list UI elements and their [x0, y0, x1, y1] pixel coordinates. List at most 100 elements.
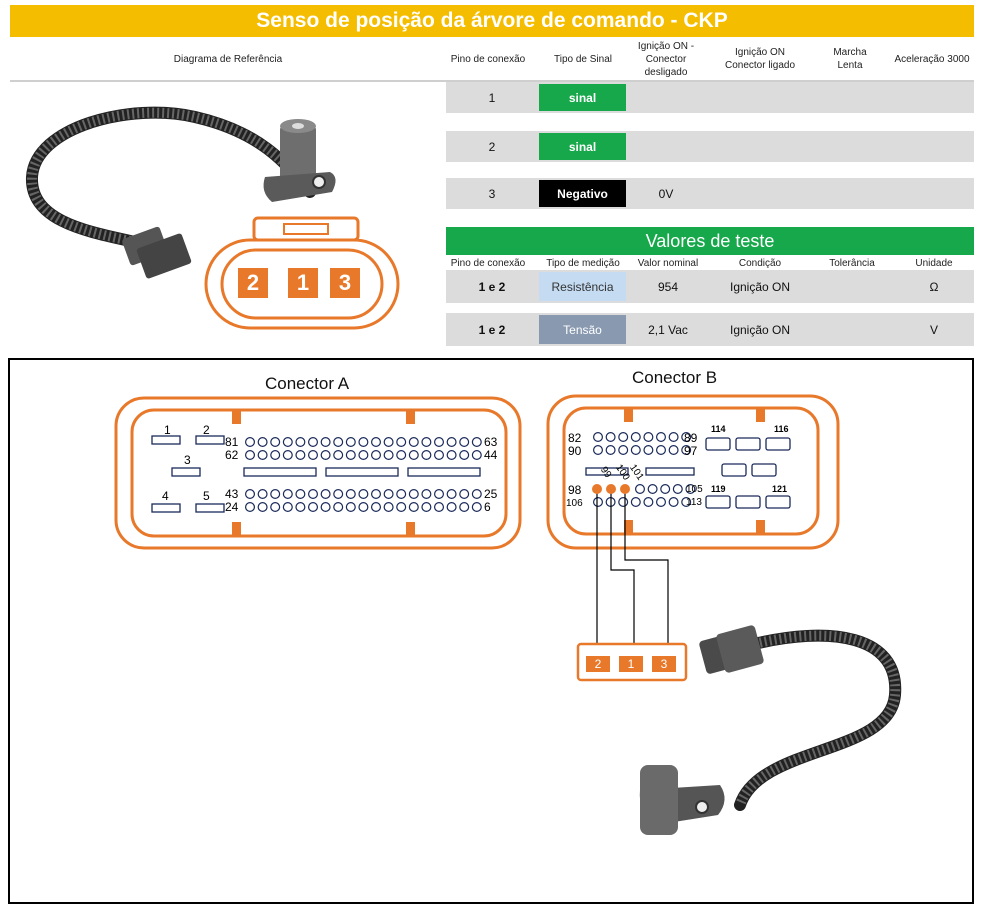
pin-hole [655, 496, 666, 507]
tv-header-tolerance: Tolerância [829, 258, 875, 269]
connector-b-body [546, 394, 840, 550]
pin-hole [630, 496, 641, 507]
a-label-81: 81 [225, 435, 239, 449]
pin-hole [605, 431, 616, 442]
tv-header-unit: Unidade [915, 258, 953, 269]
connector-b-title: Conector B [632, 368, 718, 387]
pin-hole [308, 488, 319, 499]
a-label-43: 43 [225, 487, 239, 501]
b-label-106: 106 [566, 498, 583, 509]
plug-pin-3: 3 [652, 656, 676, 672]
row-pin: 2 [488, 139, 496, 154]
pin-hole [295, 449, 306, 460]
pin-hole [459, 436, 470, 447]
tv-unit: V [929, 322, 938, 337]
pin-hole [643, 444, 654, 455]
wired-pin-99 [592, 484, 602, 494]
signal-row-3: 3 Negativo 0V [446, 178, 974, 209]
row-signal-type: sinal [539, 133, 626, 160]
pin-hole [333, 488, 344, 499]
pin-hole [655, 431, 666, 442]
slot-3: 3 [184, 453, 191, 467]
b-label-116: 116 [774, 424, 789, 434]
pin-hole [459, 488, 470, 499]
tv-unit: Ω [929, 279, 939, 294]
row-ign-off: 0V [658, 186, 674, 201]
b-label-97: 97 [684, 444, 698, 458]
header-idle: Marcha Lenta [833, 47, 867, 71]
pin-hole [618, 496, 629, 507]
pin-hole [295, 501, 306, 512]
connector-a-body [114, 396, 522, 550]
header-ignition-off: Ignição ON - Conector desligado [637, 40, 695, 78]
pin-hole [434, 449, 445, 460]
pin-hole [320, 436, 331, 447]
b-label-105: 105 [686, 484, 703, 495]
pin-hole [408, 488, 419, 499]
row-pin: 3 [488, 186, 496, 201]
tv-header-pin: Pino de conexão [450, 258, 526, 269]
reference-image: 2 1 3 [10, 82, 444, 357]
slot-2: 2 [203, 423, 210, 437]
pin-hole [592, 431, 603, 442]
plug-pin-1: 1 [619, 656, 643, 672]
pin-hole [660, 483, 671, 494]
pin-hole [681, 496, 692, 507]
pin-hole [592, 444, 603, 455]
pin-hole [345, 436, 356, 447]
row-pin: 1 [488, 90, 496, 105]
pin-hole [282, 449, 293, 460]
pin-hole [446, 488, 457, 499]
pin-hole [308, 436, 319, 447]
pin-hole [618, 444, 629, 455]
pin-hole [245, 501, 256, 512]
pin-hole [371, 501, 382, 512]
pin-hole [333, 449, 344, 460]
row-signal-type: sinal [539, 84, 626, 111]
pin-hole [270, 488, 281, 499]
pin-hole [358, 501, 369, 512]
pin-hole [421, 449, 432, 460]
pin-hole [396, 488, 407, 499]
pin-hole [270, 501, 281, 512]
tv-header-condition: Condição [738, 258, 782, 269]
pin-hole [282, 488, 293, 499]
a-label-44: 44 [484, 448, 498, 462]
pin-hole [630, 431, 641, 442]
b-label-98: 98 [568, 483, 582, 497]
slot-5: 5 [203, 489, 210, 503]
test-row-1: 1 e 2 Resistência 954 Ignição ON Ω [446, 270, 974, 303]
header-pin: Pino de conexão [450, 53, 526, 65]
header-signal-type: Tipo de Sinal [554, 53, 612, 65]
pin-hole [295, 436, 306, 447]
row-signal-type: Negativo [539, 180, 626, 207]
pin-hole [345, 501, 356, 512]
pin-hole [685, 483, 696, 494]
tv-nominal: 2,1 Vac [648, 322, 688, 337]
pin-hole [647, 483, 658, 494]
tv-pin: 1 e 2 [478, 322, 506, 337]
pin-hole [471, 449, 482, 460]
tv-measure: Resistência [539, 272, 626, 301]
pin-hole [634, 483, 645, 494]
pin-hole [257, 449, 268, 460]
b-label-89: 89 [684, 431, 698, 445]
pin-hole [345, 488, 356, 499]
pin-hole [245, 488, 256, 499]
connector-a-title: Conector A [265, 374, 350, 393]
pin-hole [408, 449, 419, 460]
pin-hole [383, 436, 394, 447]
pin-hole [282, 436, 293, 447]
pin-hole [320, 449, 331, 460]
pin-hole [245, 436, 256, 447]
slot-1: 1 [164, 423, 171, 437]
tv-header-measure: Tipo de medição [546, 258, 620, 269]
pin-hole [257, 488, 268, 499]
pin-hole [282, 501, 293, 512]
pin-hole [270, 436, 281, 447]
pin-hole [408, 501, 419, 512]
wiring-diagram: Conector A 1 2 3 4 5 81 63 62 44 43 25 2… [8, 358, 974, 904]
pin-hole [358, 449, 369, 460]
ckp-sensor-illustration [25, 106, 400, 330]
pin-hole [358, 436, 369, 447]
